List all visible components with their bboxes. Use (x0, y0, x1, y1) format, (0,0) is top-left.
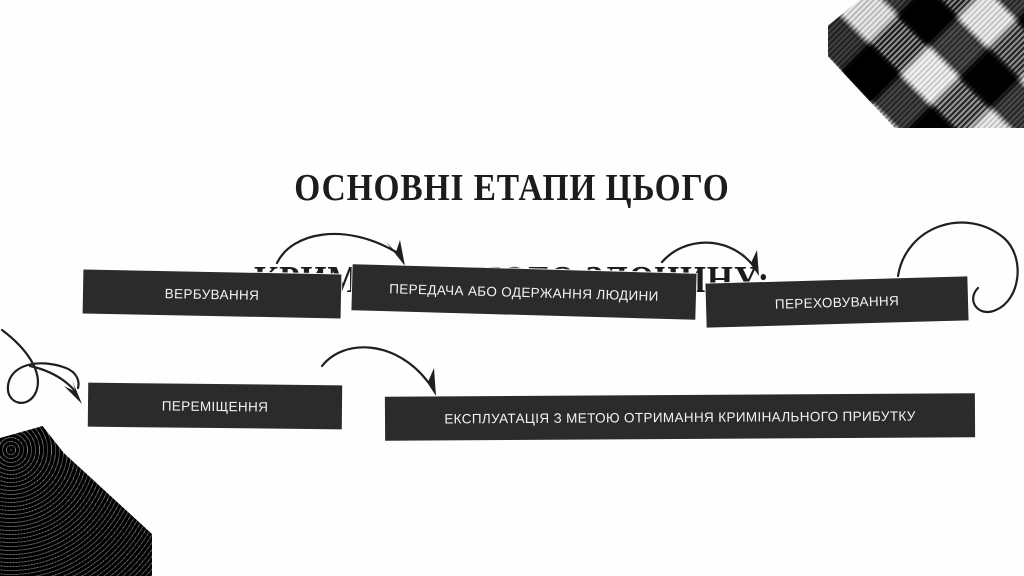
slide-title-line-1: ОСНОВНІ ЕТАПИ ЦЬОГО (294, 167, 730, 210)
flow-box-label: ЕКСПЛУАТАЦІЯ З МЕТОЮ ОТРИМАННЯ КРИМІНАЛЬ… (444, 408, 916, 426)
flow-box-transportation[interactable]: ПЕРЕМІЩЕННЯ (87, 382, 343, 430)
dark-fabric-texture-fill (0, 426, 152, 576)
woven-texture-fill (828, 0, 1024, 128)
flow-box-label: ПЕРЕМІЩЕННЯ (161, 397, 269, 415)
flow-box-label: ВЕРБУВАННЯ (164, 285, 260, 303)
decorative-photo-top-right (828, 0, 1024, 128)
decorative-photo-bottom-left (0, 426, 152, 576)
flow-box-label: ПЕРЕХОВУВАННЯ (774, 292, 900, 312)
flow-box-recruitment[interactable]: ВЕРБУВАННЯ (82, 269, 342, 319)
flow-box-transfer-or-receipt[interactable]: ПЕРЕДАЧА АБО ОДЕРЖАННЯ ЛЮДИНИ (351, 264, 697, 320)
flow-box-harbouring[interactable]: ПЕРЕХОВУВАННЯ (705, 276, 969, 328)
flow-box-exploitation-for-profit[interactable]: ЕКСПЛУАТАЦІЯ З МЕТОЮ ОТРИМАННЯ КРИМІНАЛЬ… (384, 393, 976, 441)
flow-box-label: ПЕРЕДАЧА АБО ОДЕРЖАННЯ ЛЮДИНИ (389, 280, 659, 304)
